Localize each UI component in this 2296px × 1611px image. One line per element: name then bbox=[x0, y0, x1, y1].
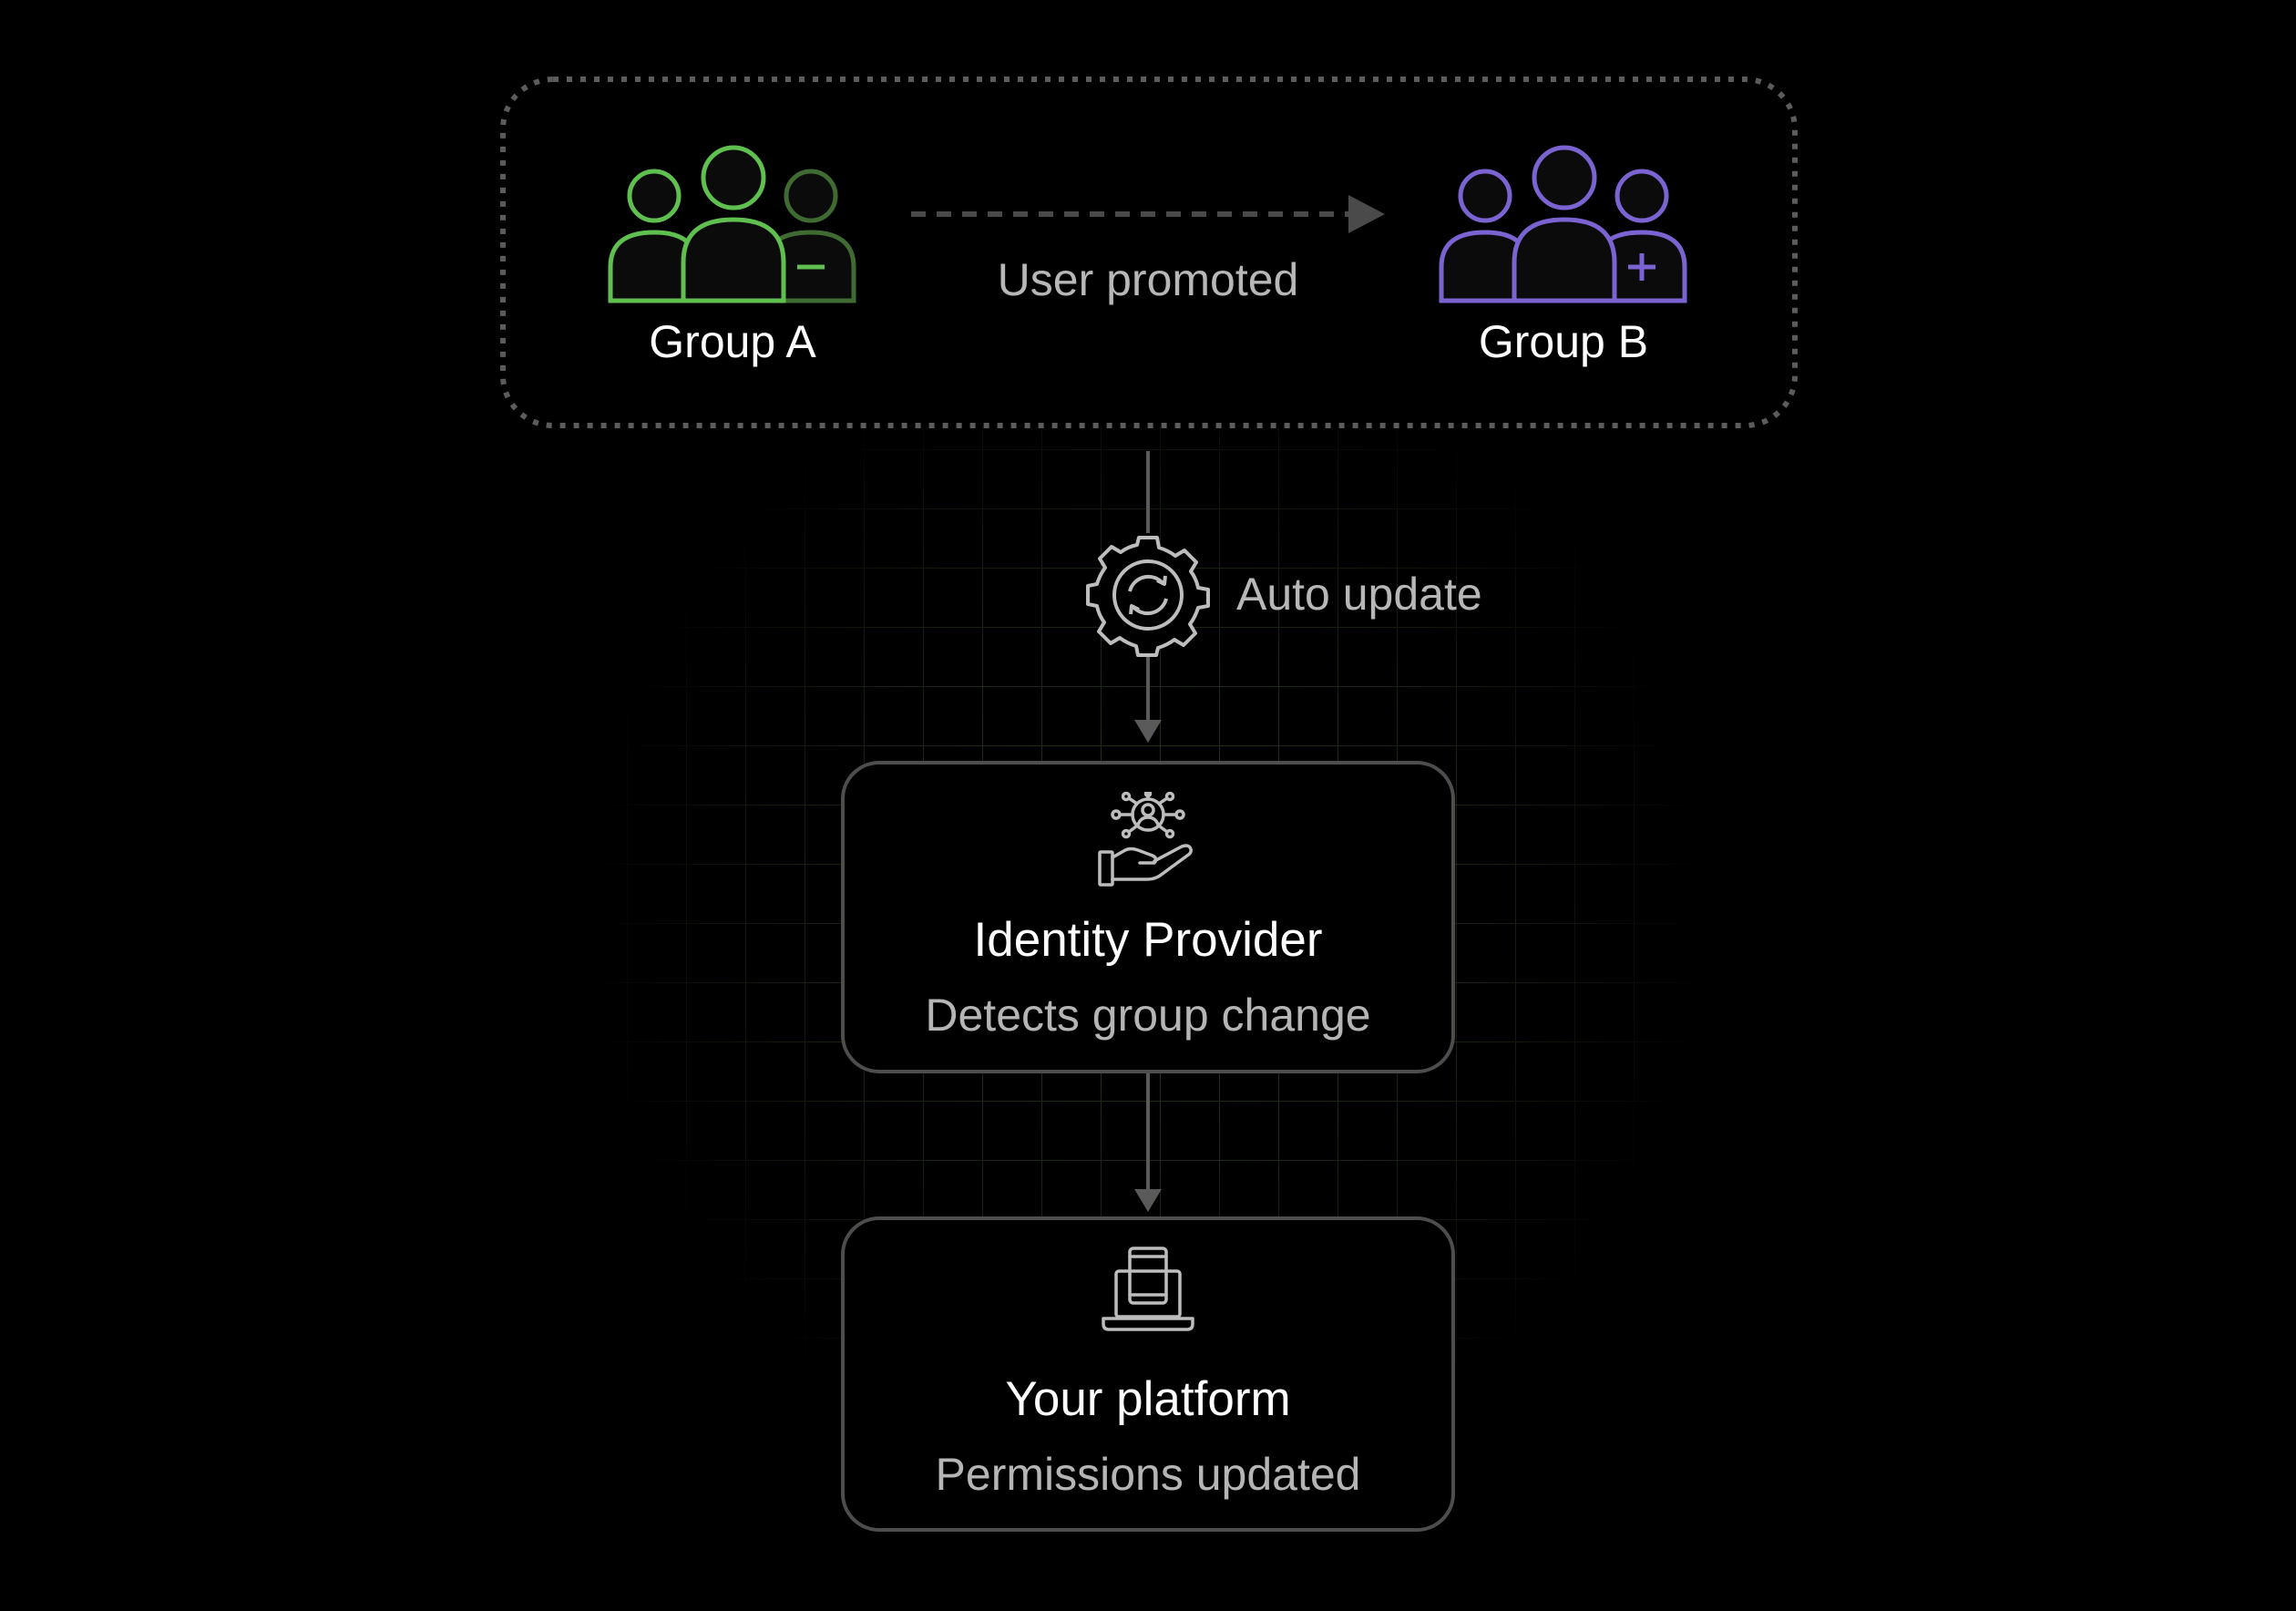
identity-provider-card: Identity Provider Detects group change bbox=[841, 761, 1455, 1073]
connector-gear-to-idp-head bbox=[1134, 720, 1162, 743]
users-plus-icon bbox=[1439, 145, 1687, 303]
connector-idp-to-platform-head bbox=[1134, 1189, 1162, 1212]
gear-sync-icon bbox=[1086, 536, 1210, 657]
user-promoted-label: User promoted bbox=[997, 254, 1299, 305]
hand-user-network-icon bbox=[1098, 792, 1193, 887]
identity-provider-title: Identity Provider bbox=[973, 913, 1323, 967]
identity-provider-subtitle: Detects group change bbox=[925, 990, 1371, 1041]
group-a-label: Group A bbox=[649, 316, 816, 367]
promotion-arrow-head bbox=[1348, 195, 1385, 233]
your-platform-title: Your platform bbox=[1005, 1372, 1291, 1426]
users-minus-icon bbox=[608, 145, 856, 303]
groups-dotted-frame bbox=[500, 77, 1798, 428]
laptop-phone-icon bbox=[1102, 1247, 1194, 1331]
auto-update-label: Auto update bbox=[1236, 569, 1482, 620]
group-b-label: Group B bbox=[1478, 316, 1649, 367]
your-platform-card: Your platform Permissions updated bbox=[841, 1216, 1455, 1532]
your-platform-subtitle: Permissions updated bbox=[935, 1449, 1361, 1500]
